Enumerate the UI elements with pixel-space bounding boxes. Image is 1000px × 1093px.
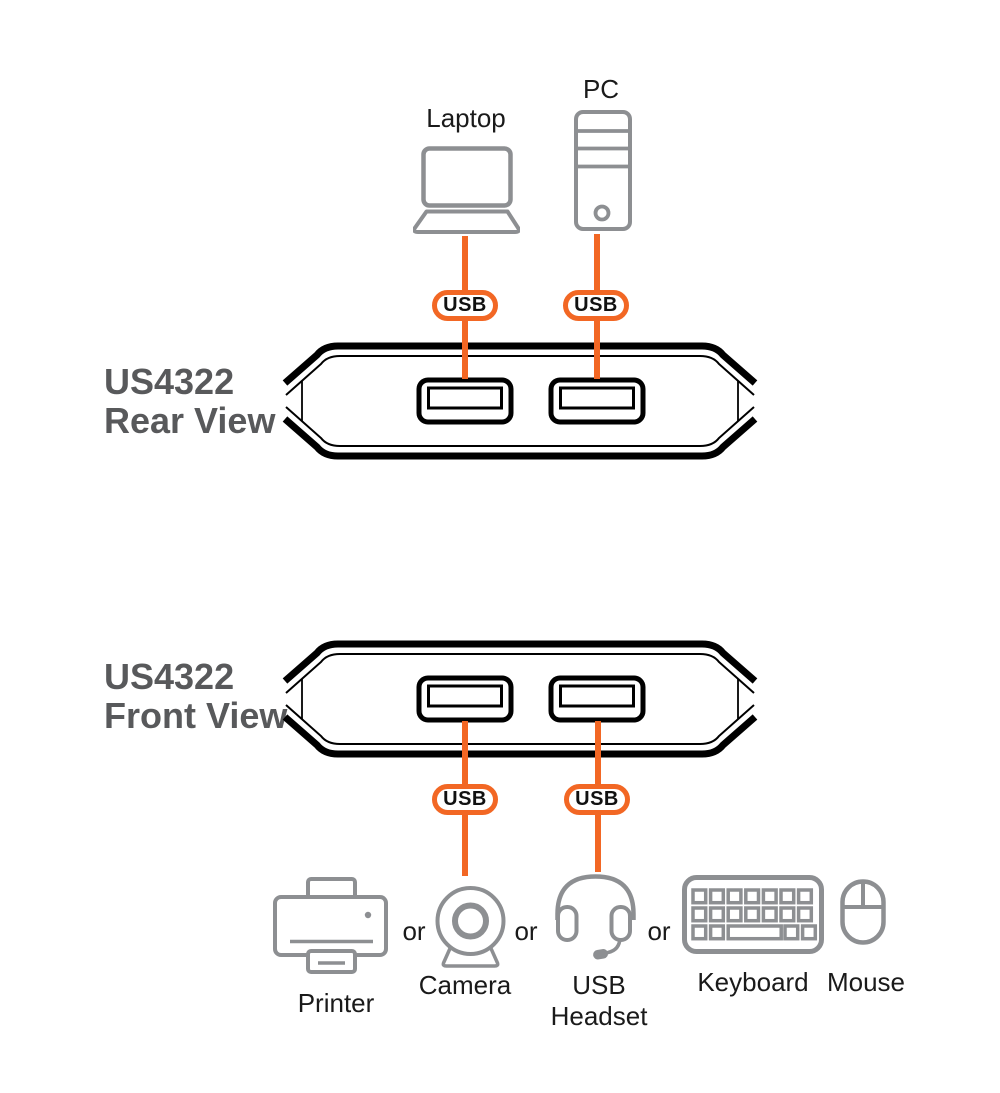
rear-model-number: US4322 bbox=[104, 361, 235, 402]
or-separator: or bbox=[402, 916, 426, 946]
laptop-label: Laptop bbox=[426, 103, 506, 133]
pc-label: PC bbox=[582, 74, 620, 104]
rear-view-title: US4322 Rear View bbox=[104, 362, 275, 440]
front-model-number: US4322 bbox=[104, 656, 235, 697]
or-separator: or bbox=[514, 916, 538, 946]
laptop-icon bbox=[413, 146, 520, 234]
switch-front-chassis bbox=[280, 639, 760, 759]
usb-badge: USB bbox=[432, 290, 498, 321]
or-separator: or bbox=[647, 916, 671, 946]
usb-badge-text: USB bbox=[443, 788, 487, 810]
mouse-icon bbox=[840, 879, 886, 945]
usb-headset-label-line2: Headset bbox=[550, 1001, 648, 1031]
keyboard-label: Keyboard bbox=[697, 967, 809, 997]
usb-badge: USB bbox=[564, 784, 630, 815]
usb-badge-text: USB bbox=[443, 294, 487, 316]
switch-rear-chassis bbox=[280, 341, 760, 461]
usb-badge: USB bbox=[432, 784, 498, 815]
webcam-icon bbox=[435, 886, 506, 968]
usb-badge-text: USB bbox=[574, 294, 618, 316]
printer-icon bbox=[273, 877, 388, 974]
mouse-label: Mouse bbox=[826, 967, 906, 997]
keyboard-icon bbox=[682, 875, 824, 954]
pc-tower-icon bbox=[574, 110, 632, 231]
camera-label: Camera bbox=[418, 970, 512, 1000]
front-view-title: US4322 Front View bbox=[104, 657, 287, 735]
usb-badge: USB bbox=[563, 290, 629, 321]
usb-headset-label: USB Headset bbox=[551, 970, 648, 1032]
rear-view-name: Rear View bbox=[104, 400, 276, 441]
usb-headset-label-line1: USB bbox=[572, 970, 626, 1000]
printer-label: Printer bbox=[297, 988, 375, 1018]
front-view-name: Front View bbox=[104, 695, 288, 736]
usb-headset-icon bbox=[555, 874, 636, 960]
usb-badge-text: USB bbox=[575, 788, 619, 810]
